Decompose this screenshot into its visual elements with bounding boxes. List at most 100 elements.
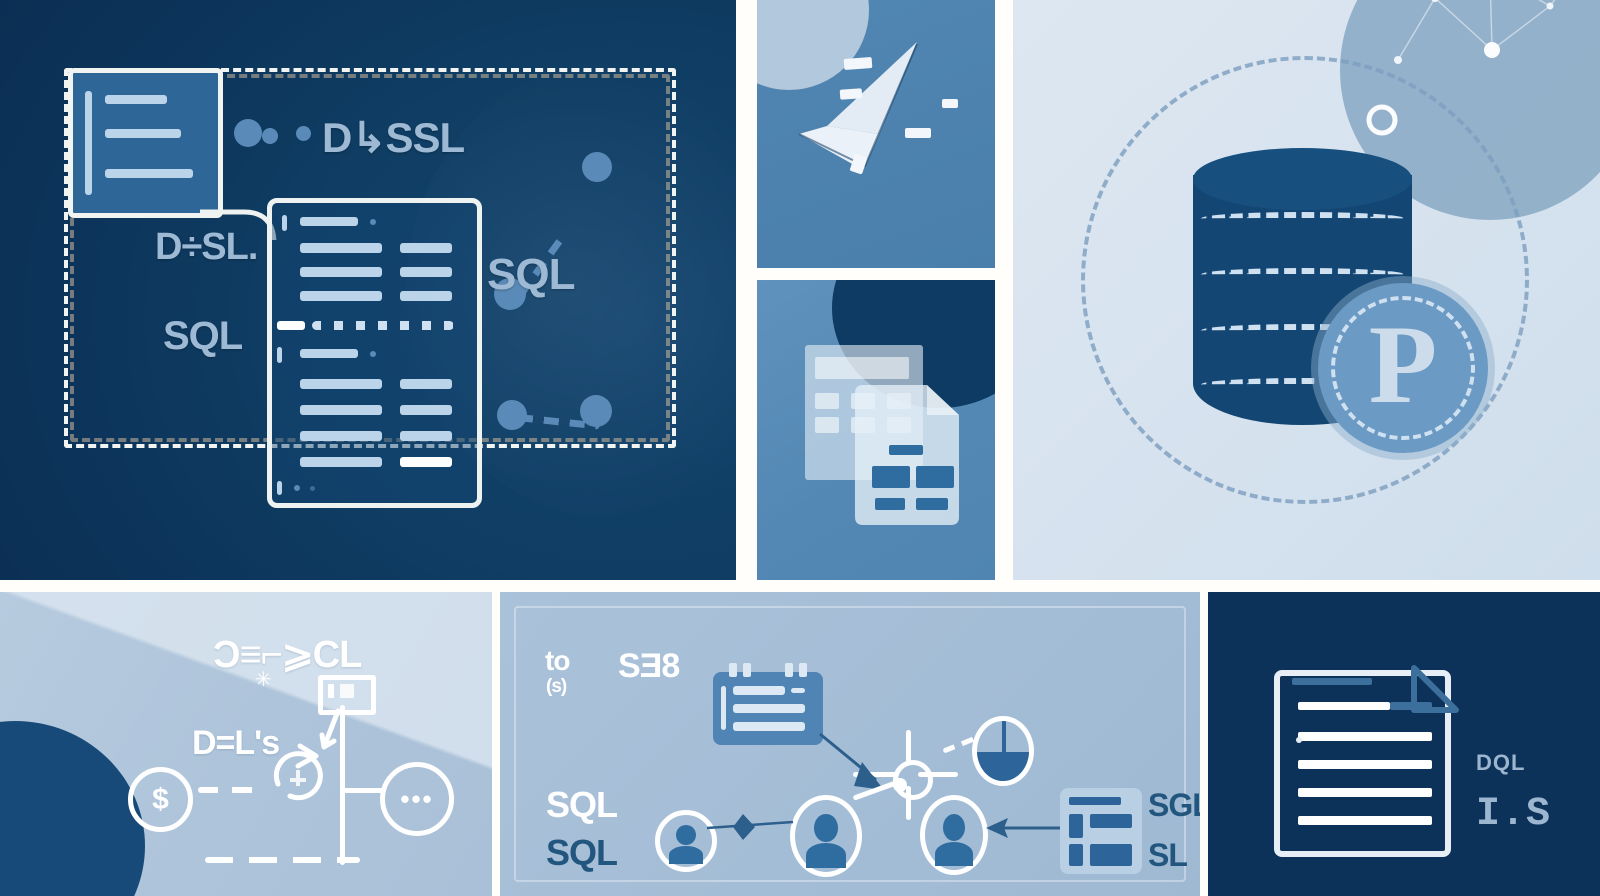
cylinder-stripe — [1201, 268, 1404, 281]
label-sql-left: SQL — [163, 314, 243, 358]
front-sheet — [855, 385, 959, 525]
code-gutter — [282, 215, 287, 231]
doc-line — [1298, 732, 1432, 741]
code-dot — [370, 219, 376, 225]
label-sgl: SGL — [1148, 787, 1200, 823]
table-document-panel — [757, 280, 995, 580]
connector-path — [200, 209, 277, 240]
doc-line — [105, 129, 181, 138]
front-cell — [872, 466, 910, 488]
code-line — [400, 267, 452, 277]
database-cylinder-top — [1193, 148, 1412, 210]
drop-arrow — [319, 708, 341, 750]
dashed-frame-outer — [64, 68, 676, 448]
sheet-cell — [815, 393, 839, 409]
schema-document-card — [68, 68, 223, 218]
list-block — [1090, 844, 1132, 866]
calendar-tick — [328, 684, 334, 698]
label-mirrored: SƎ8 — [618, 647, 680, 685]
document-outline — [1274, 670, 1451, 857]
avatar-body — [668, 846, 704, 864]
list-block — [1069, 844, 1083, 866]
user-avatar-3[interactable] — [920, 795, 988, 875]
code-gutter — [277, 347, 282, 363]
query-document-panel: DQL I.S — [1208, 592, 1600, 896]
code-line — [300, 243, 382, 253]
speed-chip — [942, 99, 958, 108]
graph-node-top — [582, 152, 612, 182]
speed-chip — [905, 128, 931, 138]
front-cell — [889, 445, 923, 455]
pie-chart-node[interactable] — [972, 716, 1034, 786]
code-line — [300, 267, 382, 277]
list-block — [1069, 814, 1083, 838]
avatar-head — [942, 814, 966, 841]
code-line — [300, 349, 358, 358]
user-avatar-1[interactable] — [655, 810, 717, 872]
avatar-body — [805, 843, 847, 868]
code-dot — [310, 486, 315, 491]
avatar-edge-1 — [706, 814, 794, 840]
avatar-body — [934, 842, 974, 866]
link-dot — [893, 778, 907, 792]
sparkle-glyph: ✳ — [255, 669, 272, 691]
sheet-cell — [815, 417, 839, 433]
avatar-head — [676, 825, 696, 846]
badge-dashed-ring — [1331, 296, 1475, 440]
user-avatar-2[interactable] — [790, 795, 862, 877]
card-tab — [799, 663, 807, 677]
code-line-active — [400, 457, 452, 467]
doc-line — [1298, 702, 1390, 710]
refresh-icon — [273, 743, 323, 801]
list-block — [1090, 814, 1132, 828]
finance-flow-panel: $ ••• Ɔ≡⌐⩾CL D=L's ✳ — [0, 592, 492, 896]
speed-chip — [843, 57, 873, 70]
calendar-box — [318, 675, 376, 715]
speed-chip — [839, 88, 863, 100]
paper-plane-icon — [798, 42, 918, 170]
card-gutter — [721, 686, 726, 730]
code-line — [300, 379, 382, 389]
database-panel: P — [1013, 0, 1600, 580]
doc-line — [1298, 788, 1432, 797]
pie-divider — [1001, 721, 1006, 753]
code-line — [400, 243, 452, 253]
dashed-orbit-ring — [1081, 56, 1529, 504]
dollar-circle: $ — [128, 767, 193, 832]
card-line — [733, 686, 785, 695]
front-cell — [875, 498, 905, 510]
code-gutter — [277, 481, 282, 495]
card-tab — [729, 663, 737, 677]
label-d-ssl: D↳SSL — [322, 114, 465, 161]
code-dotted-line — [312, 321, 454, 330]
doc-line — [105, 169, 193, 178]
hub-spoke — [853, 772, 897, 777]
code-line — [300, 457, 382, 467]
card-line — [791, 688, 805, 693]
document-fold-icon — [1411, 665, 1459, 713]
label-dql: DQL — [1476, 750, 1526, 775]
label-sql-right: SQL — [487, 250, 575, 299]
cylinder-stripe — [1201, 324, 1404, 337]
sql-architecture-diagram-panel: D↳SSL D÷SL. SQL SQL — [0, 0, 736, 580]
doc-line — [1298, 816, 1432, 825]
hub-spoke — [918, 772, 958, 777]
label-sql-dark: SQL — [546, 832, 618, 873]
sql-code-pane — [267, 198, 482, 508]
pie-slice — [977, 752, 1029, 781]
corner-glow — [406, 60, 736, 520]
branch-line — [340, 788, 386, 793]
label-d-equals-ls: D=L's — [192, 724, 280, 762]
avatar-head — [814, 814, 838, 842]
cylinder-stripe — [1201, 378, 1404, 391]
list-card — [1060, 788, 1142, 874]
code-highlight — [277, 321, 305, 330]
hub-spoke — [906, 786, 911, 820]
card-line — [733, 722, 805, 731]
list-line — [1069, 797, 1121, 805]
cylinder-stripe — [1201, 212, 1404, 225]
code-line — [400, 291, 452, 301]
card-line — [733, 704, 805, 713]
code-line — [300, 405, 382, 415]
doc-line — [1298, 760, 1432, 769]
